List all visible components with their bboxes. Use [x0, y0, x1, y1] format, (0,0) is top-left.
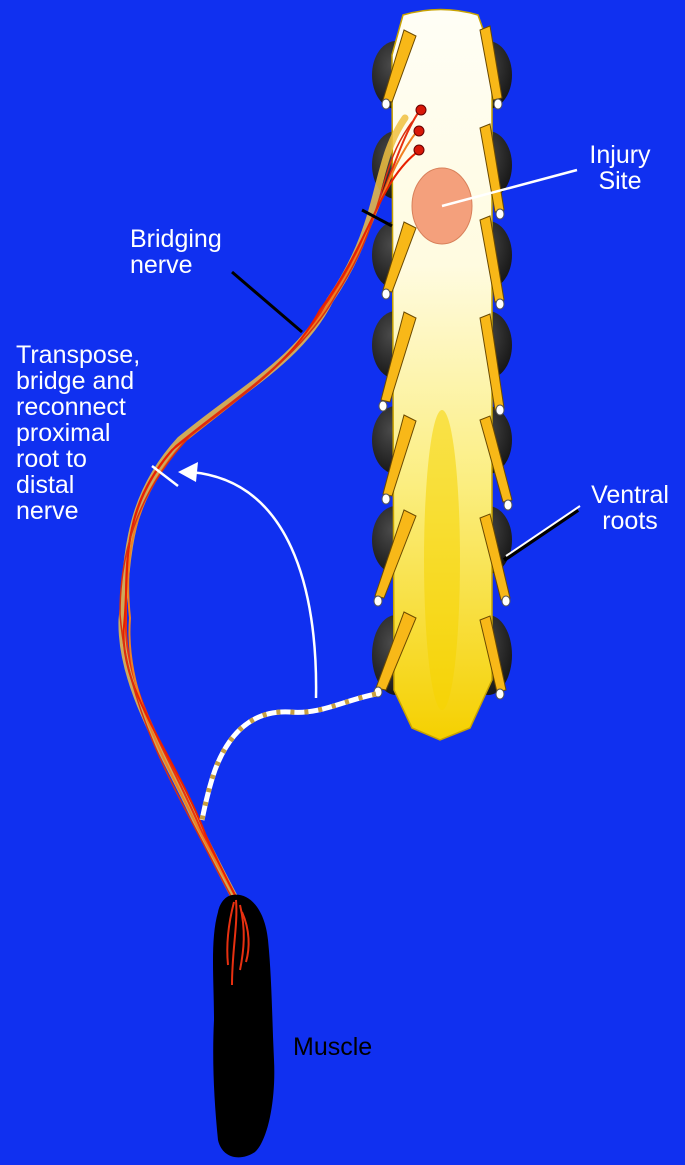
label-injury-line2: Site: [578, 168, 662, 194]
cord-central-glow: [424, 410, 460, 710]
label-muscle-text: Muscle: [293, 1034, 372, 1060]
label-transpose: Transpose, bridge and reconnect proximal…: [16, 342, 140, 524]
label-injury-site: Injury Site: [578, 142, 662, 194]
label-transpose-line4: proximal: [16, 420, 140, 446]
label-transpose-line1: Transpose,: [16, 342, 140, 368]
label-transpose-line3: reconnect: [16, 394, 140, 420]
label-ventral-line2: roots: [582, 508, 678, 534]
label-bridging-nerve: Bridging nerve: [130, 226, 222, 278]
label-transpose-line2: bridge and: [16, 368, 140, 394]
label-bridging-line1: Bridging: [130, 226, 222, 252]
label-transpose-line5: root to: [16, 446, 140, 472]
ventral-pointer-line-highlight: [506, 506, 580, 556]
label-injury-line1: Injury: [578, 142, 662, 168]
distal-nerve: [202, 694, 376, 820]
ventral-pointer-line: [504, 510, 578, 560]
transpose-arrowhead: [178, 462, 198, 482]
label-transpose-line7: nerve: [16, 498, 140, 524]
label-ventral-line1: Ventral: [582, 482, 678, 508]
label-ventral-roots: Ventral roots: [582, 482, 678, 534]
bridging-pointer-line: [232, 272, 302, 332]
transpose-arrow: [190, 472, 316, 698]
label-bridging-line2: nerve: [130, 252, 222, 278]
label-muscle: Muscle: [293, 1034, 372, 1060]
label-transpose-line6: distal: [16, 472, 140, 498]
